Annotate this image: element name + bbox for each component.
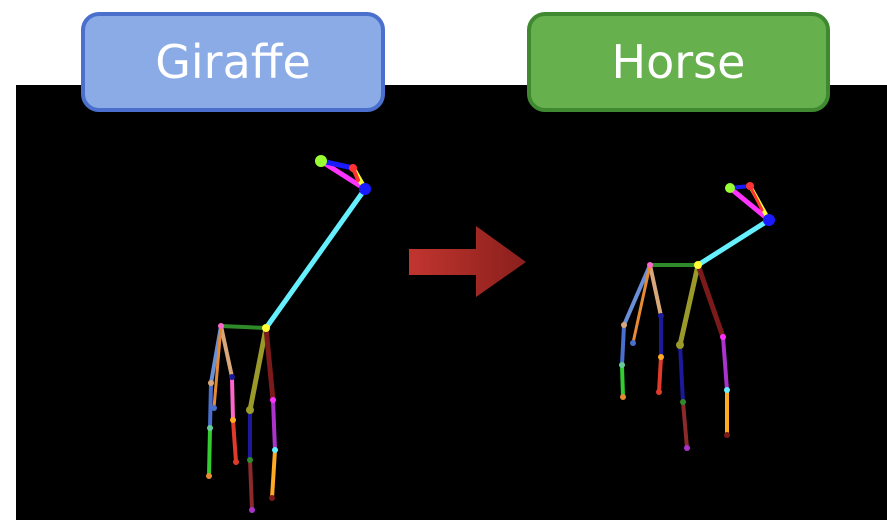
horse-label-text: Horse	[611, 35, 746, 89]
black-canvas	[16, 85, 887, 520]
horse-skeleton	[619, 182, 775, 451]
giraffe-label: Giraffe	[81, 12, 385, 112]
right-arrow-icon	[409, 226, 526, 297]
horse-label: Horse	[527, 12, 830, 112]
giraffe-skeleton	[206, 155, 371, 513]
giraffe-label-text: Giraffe	[155, 35, 311, 89]
